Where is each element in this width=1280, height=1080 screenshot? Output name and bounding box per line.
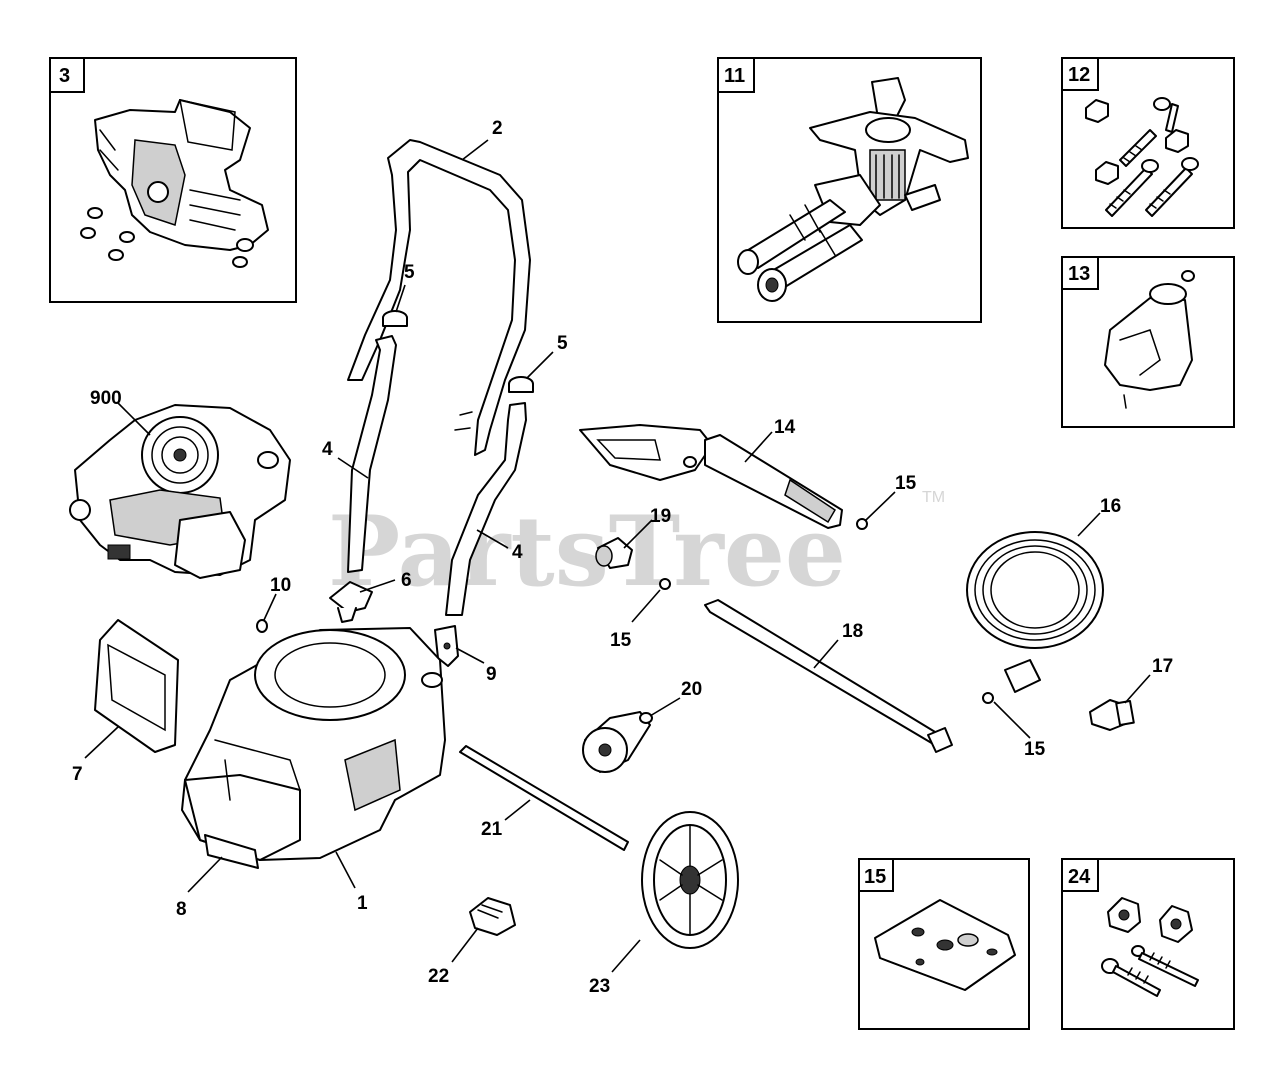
pump-assembly-drawing	[737, 77, 969, 302]
handle-part-2	[347, 139, 531, 456]
air-filter-assembly-drawing	[80, 99, 269, 268]
callout-15b: 15	[610, 630, 632, 651]
callout-23: 23	[589, 976, 610, 997]
callout-5b: 5	[557, 333, 568, 354]
fitting-part-17	[1089, 699, 1135, 731]
inset-box-24: 24	[1061, 858, 1235, 1030]
watermark-tm: TM	[922, 489, 945, 506]
inset-box-3-label: 3	[59, 65, 70, 87]
inset-box-24-label: 24	[1068, 866, 1091, 888]
oring-part-15a	[856, 518, 868, 530]
quick-connect-part-19	[595, 537, 633, 569]
foot-part-8	[204, 834, 259, 869]
wand-part-18	[704, 599, 953, 753]
callout-16: 16	[1100, 496, 1121, 517]
callout-8: 8	[176, 899, 187, 920]
oring-part-15b	[659, 578, 671, 590]
inset-box-12: 12	[1061, 57, 1235, 229]
callout-22: 22	[428, 966, 449, 987]
callout-9: 9	[486, 664, 497, 685]
grommet-part-10	[256, 619, 268, 633]
callout-18: 18	[842, 621, 863, 642]
mounting-plate-drawing	[874, 899, 1016, 991]
tube-part-4-right	[445, 402, 527, 616]
leader-lines	[84, 139, 1151, 973]
watermark-text: PartsTree	[328, 495, 846, 608]
handle-part-7	[94, 619, 179, 753]
callout-900: 900	[90, 388, 122, 409]
inset-box-12-label: 12	[1068, 64, 1090, 86]
bracket-part-6	[329, 581, 373, 623]
oring-part-15c	[982, 692, 994, 704]
inset-box-11-label: 11	[724, 65, 745, 87]
spray-gun-part-14	[579, 424, 843, 529]
callout-6: 6	[401, 570, 412, 591]
inset-box-15-label: 15	[864, 866, 886, 888]
callout-15a: 15	[895, 473, 917, 494]
inset-box-15: 15	[858, 858, 1030, 1030]
bolt-kit-drawing	[1085, 97, 1199, 217]
cap-part-5-right	[508, 376, 534, 393]
callout-4b: 4	[512, 542, 523, 563]
inset-box-3: 3	[49, 57, 297, 303]
axle-part-21	[459, 745, 629, 851]
callout-1: 1	[357, 893, 368, 914]
callout-19: 19	[650, 506, 671, 527]
callout-17: 17	[1152, 656, 1173, 677]
wheel-part-23	[641, 811, 739, 949]
callout-21: 21	[481, 819, 503, 840]
callout-labels: 2 5 5 900 4 4 6 10 9 7 8 1 14 15 19 15 1…	[72, 118, 1173, 997]
knob-bolt-kit-drawing	[1101, 897, 1199, 997]
callout-15c: 15	[1024, 739, 1046, 760]
cap-part-5-left	[382, 310, 408, 327]
callout-14: 14	[774, 417, 796, 438]
callout-2: 2	[492, 118, 503, 139]
inset-box-11: 11	[717, 57, 982, 323]
bracket-part-9	[434, 625, 459, 667]
fuel-tank-drawing	[1104, 270, 1195, 409]
hose-part-16	[966, 531, 1104, 693]
callout-10: 10	[270, 575, 291, 596]
fitting-part-22	[469, 897, 516, 936]
inset-box-13-label: 13	[1068, 263, 1090, 285]
frame-part-1	[181, 627, 446, 861]
callout-5a: 5	[404, 262, 415, 283]
tube-part-4-left	[347, 335, 397, 573]
nozzle-part-20	[582, 711, 653, 773]
callout-20: 20	[681, 679, 702, 700]
inset-box-13: 13	[1061, 256, 1235, 428]
callout-7: 7	[72, 764, 83, 785]
callout-4a: 4	[322, 439, 333, 460]
engine-part-900	[69, 404, 291, 579]
